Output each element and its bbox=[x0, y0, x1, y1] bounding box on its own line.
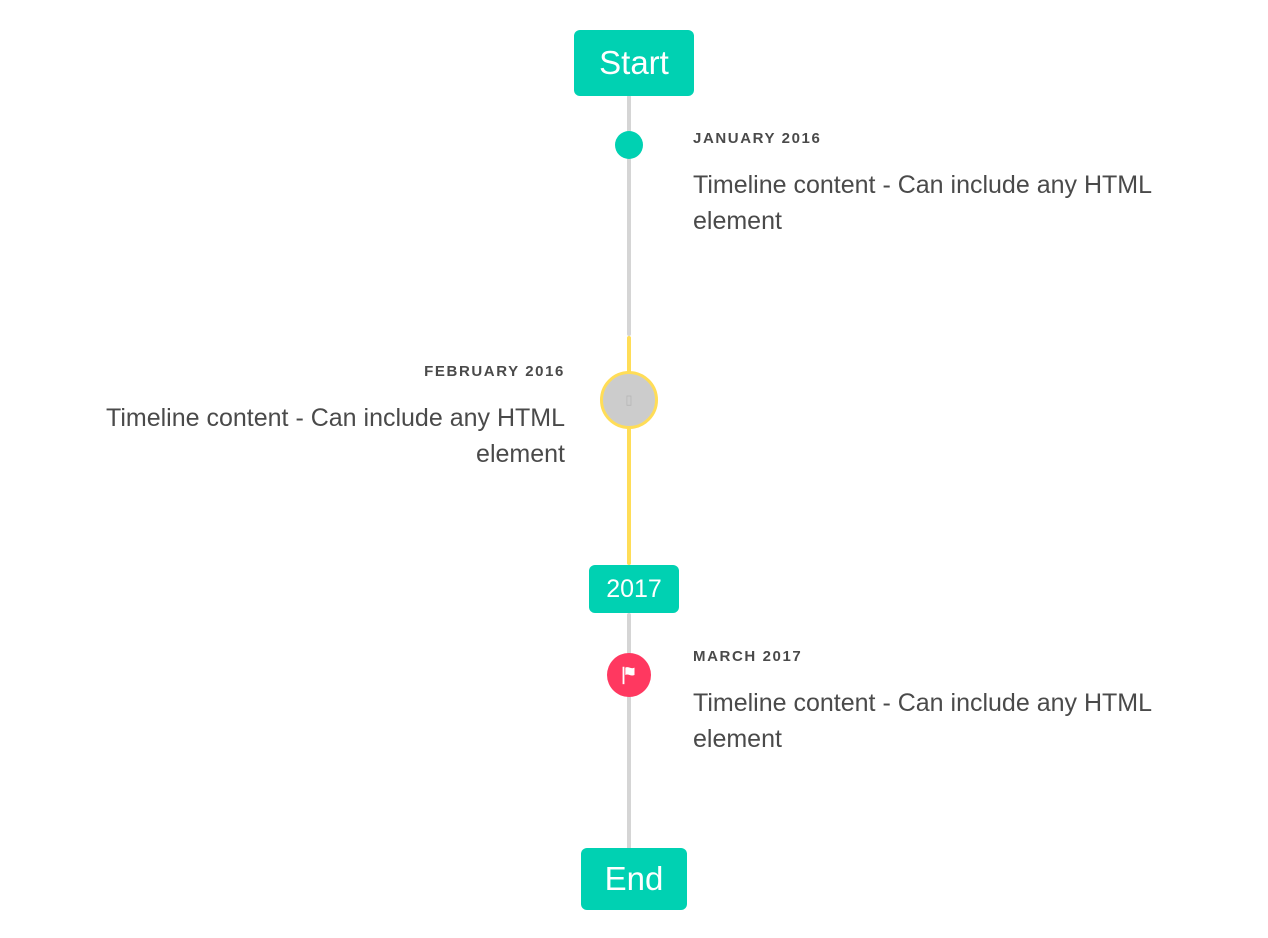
timeline-footer-end-label: End bbox=[604, 860, 664, 897]
timeline-header-start[interactable]: Start bbox=[574, 30, 694, 96]
timeline-divider-2017[interactable]: 2017 bbox=[589, 565, 679, 613]
timeline-marker-february[interactable]: ▯ bbox=[600, 371, 658, 429]
timeline-item-heading: MARCH 2017 bbox=[693, 648, 803, 665]
flag-icon bbox=[622, 666, 635, 685]
timeline-item-body: Timeline content - Can include any HTML … bbox=[693, 689, 1152, 754]
timeline-rail-top bbox=[627, 95, 631, 336]
timeline-marker-january[interactable] bbox=[615, 131, 643, 159]
timeline-item-march: MARCH 2017 Timeline content - Can includ… bbox=[693, 648, 1223, 758]
timeline-divider-label: 2017 bbox=[606, 574, 662, 603]
timeline-item-body: Timeline content - Can include any HTML … bbox=[106, 404, 565, 469]
timeline-footer-end[interactable]: End bbox=[581, 848, 687, 910]
timeline-marker-march[interactable] bbox=[607, 653, 651, 697]
timeline-rail-bottom bbox=[627, 613, 631, 853]
timeline-item-body: Timeline content - Can include any HTML … bbox=[693, 171, 1152, 236]
timeline-header-start-label: Start bbox=[599, 44, 669, 81]
broken-image-icon: ▯ bbox=[625, 392, 633, 407]
timeline-item-heading: FEBRUARY 2016 bbox=[424, 363, 565, 380]
timeline-rail-middle-highlight bbox=[627, 336, 631, 565]
timeline-item-heading: JANUARY 2016 bbox=[693, 130, 822, 147]
timeline-item-january: JANUARY 2016 Timeline content - Can incl… bbox=[693, 130, 1223, 240]
timeline-item-february: FEBRUARY 2016 Timeline content - Can inc… bbox=[40, 363, 565, 473]
